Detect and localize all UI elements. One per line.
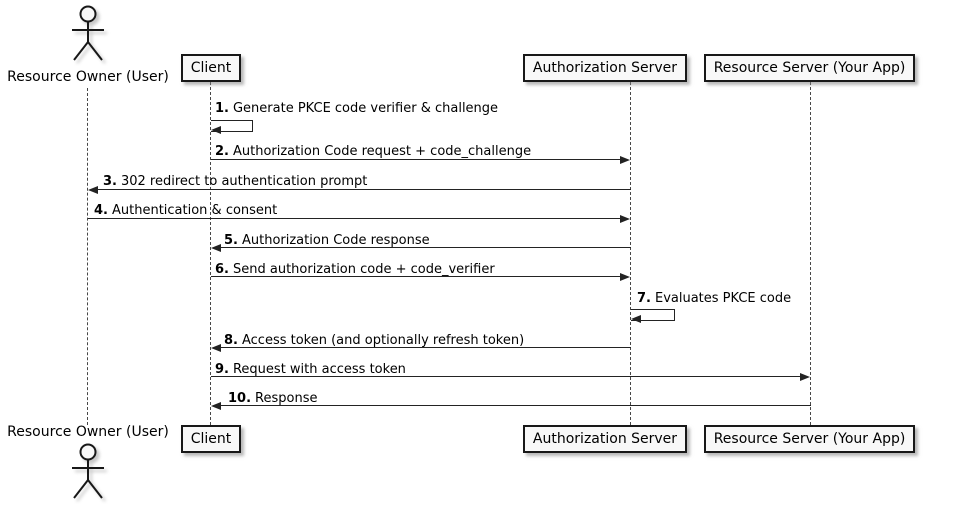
message-2-number: 2. (215, 144, 229, 159)
lifeline-client (210, 82, 211, 425)
message-8-arrowhead-icon (211, 344, 221, 352)
message-1-label: 1.Generate PKCE code verifier & challeng… (215, 101, 498, 116)
actor-figure-icon-bottom (72, 443, 104, 499)
message-4-number: 4. (94, 203, 108, 218)
message-10-arrowhead-icon (211, 402, 221, 410)
participant-authorization-server-bottom: Authorization Server (523, 425, 687, 453)
message-9-text: Request with access token (232, 362, 406, 377)
message-3-label: 3.302 redirect to authentication prompt (103, 174, 367, 189)
message-9-arrowhead-icon (800, 373, 810, 381)
participant-resource-server-top: Resource Server (Your App) (704, 54, 915, 82)
message-9-arrow (211, 376, 801, 377)
message-4-label: 4.Authentication & consent (94, 203, 277, 218)
message-6-text: Send authorization code + code_verifier (232, 262, 495, 277)
lifeline-authorization-server (630, 82, 631, 425)
message-3-number: 3. (103, 174, 117, 189)
message-1-text: Generate PKCE code verifier & challenge (232, 101, 499, 116)
participant-resource-server-bottom: Resource Server (Your App) (704, 425, 915, 453)
message-5-label: 5.Authorization Code response (224, 233, 430, 248)
message-3-text: 302 redirect to authentication prompt (120, 174, 368, 189)
message-10-text: Response (255, 391, 318, 406)
lifeline-resource-server (810, 82, 811, 425)
message-3-arrowhead-icon (88, 186, 98, 194)
message-6-label: 6.Send authorization code + code_verifie… (215, 262, 495, 277)
message-4-arrow (88, 218, 621, 219)
message-7-label: 7.Evaluates PKCE code (637, 291, 791, 306)
message-1-number: 1. (215, 101, 229, 116)
message-9-label: 9.Request with access token (215, 362, 406, 377)
message-8-label: 8.Access token (and optionally refresh t… (224, 333, 524, 348)
actor-label-bottom: Resource Owner (User) (7, 424, 169, 440)
message-2-text: Authorization Code request + code_challe… (232, 144, 532, 159)
message-8-text: Access token (and optionally refresh tok… (241, 333, 525, 348)
message-4-text: Authentication & consent (111, 203, 278, 218)
message-3-arrow (97, 189, 631, 190)
message-7-self-arrow (631, 309, 675, 321)
message-7-arrowhead-icon (631, 315, 641, 323)
message-6-arrowhead-icon (620, 273, 630, 281)
message-2-arrowhead-icon (620, 156, 630, 164)
message-8-arrow (220, 347, 631, 348)
lifeline-resource-owner (87, 88, 88, 425)
participant-client-bottom: Client (181, 425, 241, 453)
message-8-number: 8. (224, 333, 238, 348)
message-7-number: 7. (637, 291, 651, 306)
message-1-arrowhead-icon (211, 126, 221, 134)
message-7-text: Evaluates PKCE code (654, 291, 792, 306)
message-5-arrowhead-icon (211, 244, 221, 252)
message-4-arrowhead-icon (620, 215, 630, 223)
message-5-number: 5. (224, 233, 238, 248)
message-6-number: 6. (215, 262, 229, 277)
actor-figure-icon-top (72, 5, 104, 61)
message-6-arrow (211, 276, 621, 277)
message-5-arrow (220, 247, 631, 248)
message-10-number: 10. (228, 391, 252, 406)
actor-label-top: Resource Owner (User) (7, 69, 169, 85)
message-10-arrow (220, 405, 811, 406)
participant-authorization-server-top: Authorization Server (523, 54, 687, 82)
message-5-text: Authorization Code response (241, 233, 430, 248)
participant-client-top: Client (181, 54, 241, 82)
message-9-number: 9. (215, 362, 229, 377)
message-2-arrow (211, 159, 621, 160)
message-1-self-arrow (211, 120, 253, 132)
message-10-label: 10.Response (228, 391, 317, 406)
message-2-label: 2.Authorization Code request + code_chal… (215, 144, 531, 159)
